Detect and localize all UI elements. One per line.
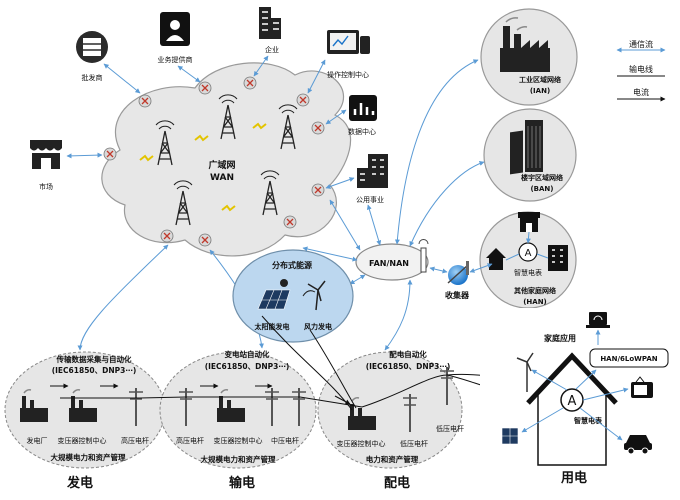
generation-zone: 传输数据采集与自动化 (IEC61850、DNP3⋯) 发电厂 变压器控制中心 …: [4, 351, 166, 469]
enterprise-icon: [259, 7, 281, 39]
mv-tower-label: 中压电杆: [271, 436, 299, 445]
operation-center-icon: [327, 30, 370, 54]
han-box: HAN/6LoWPAN: [589, 348, 669, 368]
service-provider-icon: [160, 12, 190, 46]
distribution-zone: 配电自动化 (IEC61850、DNP3⋯) 变压器控制中心 低压电杆 低压电杆…: [317, 349, 464, 469]
router-icon: [198, 233, 212, 247]
transmission-title: 变电站自动化: [225, 349, 270, 359]
ian-title: 工业区域网络: [519, 75, 561, 84]
generation-protocol: (IEC61850、DNP3⋯): [52, 366, 137, 375]
router-icon: [283, 215, 297, 229]
transmission-zone: 变电站自动化 (IEC61850、DNP3⋯) 高压电杆 变压器控制中心 中压电…: [159, 349, 317, 469]
legend-comm-label: 通信流: [629, 39, 653, 49]
home-meter-label: 智慧电表: [574, 416, 603, 425]
fan-label: FAN/NAN: [369, 259, 409, 268]
market-label: 市场: [39, 182, 53, 191]
svg-text:A: A: [525, 248, 532, 259]
legend: 通信流 输电线 电流: [616, 39, 666, 102]
distribution-ctrl-label: 变压器控制中心: [337, 439, 386, 448]
router-icon: [311, 183, 325, 197]
utility-label: 公用事业: [356, 195, 384, 204]
data-center-icon: [349, 95, 377, 121]
smart-meter-icon: A: [518, 242, 538, 262]
router-icon: [198, 81, 212, 95]
service-provider-label: 业务提供商: [158, 55, 193, 64]
distribution-footer: 电力和资产管理: [366, 454, 419, 464]
transmission-protocol: (IEC61850、DNP3⋯): [205, 362, 290, 371]
han-title: 其他家庭网络: [514, 286, 556, 295]
solar-panel-small-icon: [501, 427, 519, 445]
wholesaler-label: 批发商: [82, 73, 103, 82]
market-icon: [30, 140, 62, 169]
hv-tower-label: 高压电杆: [121, 436, 149, 445]
router-icon: [138, 94, 152, 108]
wholesaler-icon: [76, 31, 108, 63]
factory-icon: [500, 17, 550, 72]
house-outline: [526, 352, 618, 466]
distribution-title: 配电自动化: [389, 349, 427, 359]
wan-subtitle: WAN: [210, 173, 234, 183]
han-box-label: HAN/6LoWPAN: [600, 355, 657, 363]
han-network: A 智慧电表 其他家庭网络 (HAN): [479, 211, 577, 309]
wind-turbine-small-icon: [516, 352, 534, 392]
home-apps-label: 家庭应用: [544, 333, 576, 343]
ian-network: 工业区域网络 (IAN): [480, 8, 578, 106]
zone-consumption: 用电: [560, 470, 587, 486]
wind-turbine-icon: [302, 280, 326, 311]
zone-distribution: 配电: [384, 475, 410, 491]
apartment-icon: [548, 245, 568, 271]
consumption-zone: 家庭应用 HAN/6LoWPAN A 智慧电表: [480, 308, 674, 490]
zone-transmission: 输电: [229, 475, 255, 491]
collector-label: 收集器: [445, 290, 470, 300]
ban-network: 楼宇区域网络 (BAN): [483, 108, 577, 202]
substation-ctrl-label: 变压器控制中心: [58, 436, 107, 445]
transmission-ctrl-label: 变压器控制中心: [214, 436, 263, 445]
data-center-label: 数据中心: [348, 127, 376, 136]
transmission-hv-label: 高压电杆: [176, 436, 204, 445]
router-icon: [296, 93, 310, 107]
router-icon: [103, 147, 117, 161]
house-icon: [486, 248, 506, 270]
car-icon: [624, 435, 652, 455]
ian-abbr: (IAN): [530, 87, 550, 95]
router-icon: [311, 121, 325, 135]
lv-tower-b-label: 低压电杆: [436, 424, 464, 433]
han-abbr: (HAN): [523, 298, 547, 306]
generation-footer: 大规模电力和资产管理: [51, 452, 126, 462]
lv-tower-a-label: 低压电杆: [400, 439, 428, 448]
distributed-energy: 分布式能源 太阳能发电 风力发电: [232, 249, 354, 343]
wan-comm-flows: [66, 55, 355, 189]
office-building-icon: [510, 120, 543, 175]
home-comm-flows: [521, 329, 629, 441]
utility-icon: [357, 154, 388, 188]
legend-transmission-label: 输电线: [629, 64, 653, 74]
han-meter-label: 智慧电表: [514, 268, 542, 277]
ban-abbr: (BAN): [530, 185, 553, 193]
wan-title: 广域网: [208, 159, 235, 171]
store-icon: [518, 212, 540, 232]
zone-generation: 发电: [66, 475, 93, 491]
transmission-footer: 大规模电力和资产管理: [201, 454, 276, 464]
fan-nan-hub: FAN/NAN: [355, 239, 429, 281]
wireless-links: [139, 122, 267, 212]
wind-label: 风力发电: [304, 322, 332, 331]
router-icon: [243, 76, 257, 90]
svg-text:A: A: [568, 394, 577, 409]
operation-center-label: 操作控制中心: [327, 70, 369, 79]
enterprise-label: 企业: [265, 45, 279, 54]
home-smart-meter-icon: A: [560, 388, 584, 412]
legend-current-label: 电流: [633, 87, 649, 97]
distributed-title: 分布式能源: [272, 260, 312, 270]
tv-icon: [631, 376, 653, 398]
ban-title: 楼宇区域网络: [521, 173, 563, 182]
generation-title: 传输数据采集与自动化: [56, 354, 132, 364]
collector-icon: [447, 261, 469, 285]
distribution-protocol: (IEC61850、DNP3⋯): [366, 362, 451, 371]
laptop-icon: [586, 312, 610, 328]
power-plant-label: 发电厂: [27, 436, 48, 445]
solar-panel-icon: [257, 279, 291, 310]
router-icon: [160, 229, 174, 243]
